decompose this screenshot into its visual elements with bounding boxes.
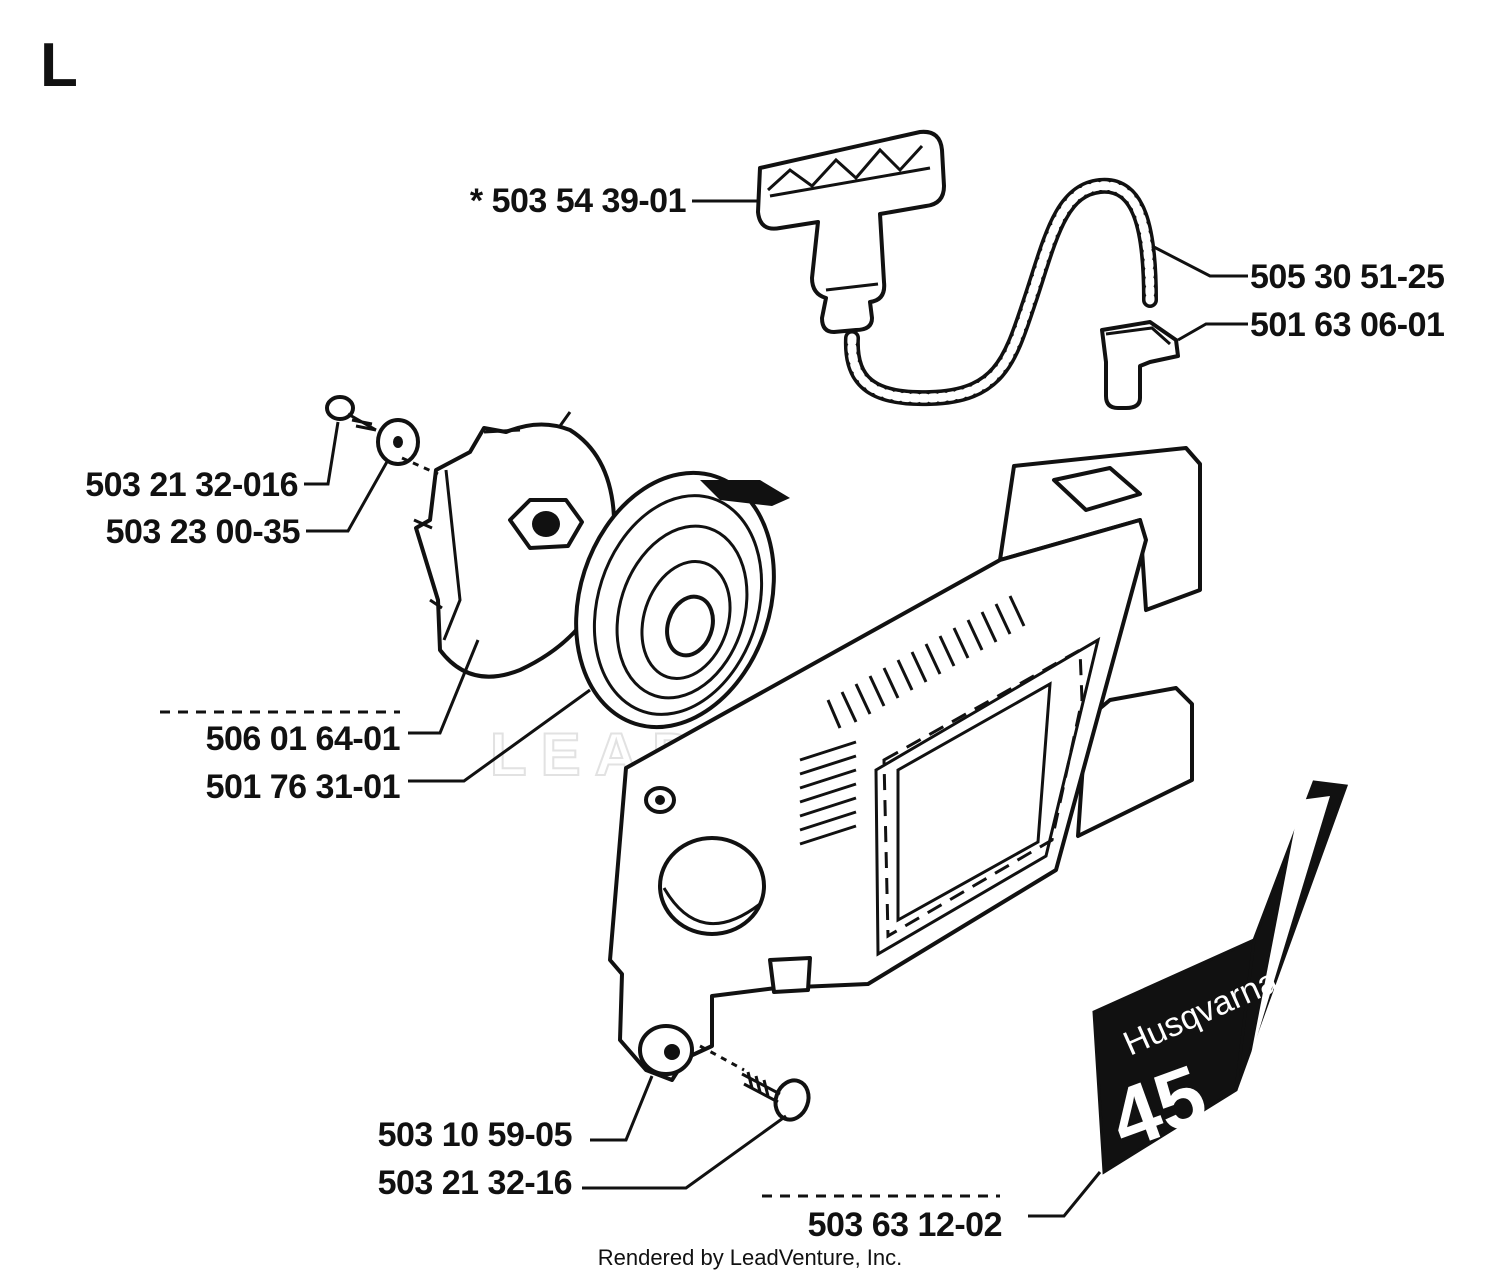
starter-handle-drawing [756,129,946,334]
rope-guide-drawing [1100,320,1180,410]
label-pulley-washer: 503 23 00-35 [106,513,300,551]
recoil-spring-drawing [574,470,790,730]
pulley-washer-drawing [376,418,420,466]
label-cover-screw: 503 21 32-16 [378,1164,572,1202]
cover-screw-drawing [741,1071,811,1122]
pulley-screw-drawing [325,395,377,432]
starter-housing-drawing [608,446,1202,1082]
label-pulley-screw: 503 21 32-016 [85,466,298,504]
label-rope-guide: 501 63 06-01 [1250,306,1444,344]
starter-pulley-drawing [413,411,617,679]
section-letter: L [40,31,78,100]
decal-plate-drawing: Husqvarna 45 [1092,780,1349,1175]
credit-footer: Rendered by LeadVenture, Inc. [598,1245,903,1270]
label-decal-plate: 503 63 12-02 [808,1206,1002,1244]
label-starter-pulley: 506 01 64-01 [206,720,400,758]
label-recoil-spring: 501 76 31-01 [206,768,400,806]
label-starter-handle: * 503 54 39-01 [470,182,686,220]
label-cover-bushing: 503 10 59-05 [378,1116,572,1154]
starter-rope-drawing [843,177,1158,407]
label-starter-rope: 505 30 51-25 [1250,258,1444,296]
leader-lines [160,199,1248,1218]
